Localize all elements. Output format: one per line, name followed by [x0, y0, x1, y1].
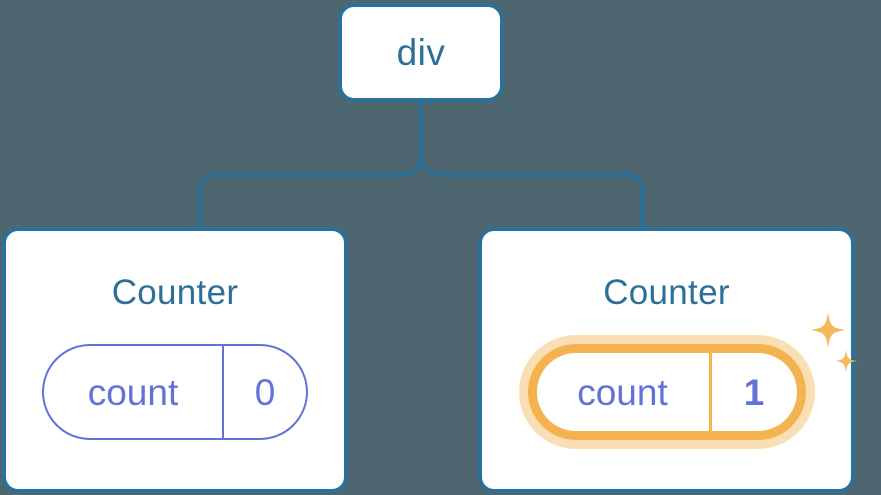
state-pill-left-wrap: count 0: [42, 344, 308, 440]
connector-branch-right: [419, 144, 644, 229]
sparkle-group: [809, 312, 857, 372]
node-counter-left-title: Counter: [111, 273, 239, 312]
state-pill-right-value-cell: 1: [708, 353, 797, 431]
sparkle-small-icon: [834, 350, 857, 372]
connector-branch-left: [198, 144, 423, 229]
state-pill-right-value: 1: [743, 371, 765, 413]
node-counter-right-title: Counter: [603, 273, 730, 312]
node-counter-left[interactable]: Counter count 0: [2, 227, 348, 493]
state-pill-right-key-cell: count: [537, 353, 709, 431]
state-pill-left[interactable]: count 0: [42, 344, 308, 440]
state-pill-left-value-cell: 0: [222, 346, 306, 438]
state-pill-left-key-cell: count: [44, 346, 222, 438]
node-counter-right[interactable]: Counter count 1: [478, 227, 857, 493]
state-pill-right-wrap: count 1: [527, 312, 857, 440]
state-pill-right-key: count: [577, 371, 668, 413]
state-pill-left-value: 0: [254, 371, 276, 413]
node-root-div[interactable]: div: [338, 3, 504, 102]
state-pill-right[interactable]: count 1: [527, 344, 806, 440]
state-pill-left-key: count: [87, 371, 179, 413]
node-root-label: div: [396, 32, 446, 73]
sparkle-icon: [809, 312, 846, 348]
